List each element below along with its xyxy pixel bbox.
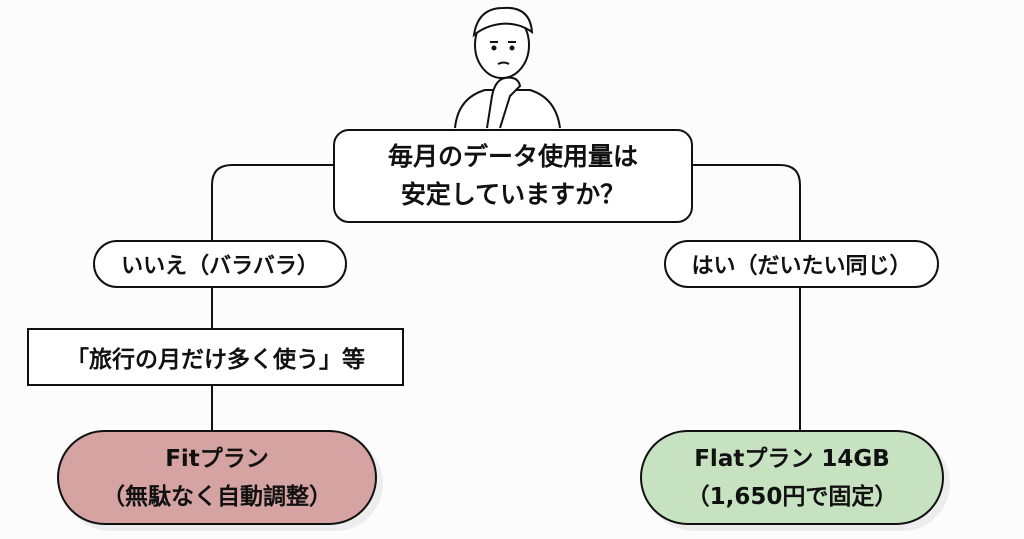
branch-no: いいえ（バラバラ）	[93, 240, 347, 288]
question-box: 毎月のデータ使用量は 安定していますか？	[333, 129, 693, 223]
question-line-1: 毎月のデータ使用量は	[387, 142, 638, 171]
result-fit-plan: Fitプラン （無駄なく自動調整）	[57, 430, 377, 525]
question-line-2: 安定していますか？	[400, 180, 626, 209]
flat-plan-title: Flatプラン 14GB	[694, 445, 890, 472]
branch-yes: はい（だいたい同じ）	[664, 240, 939, 288]
fit-plan-subtitle: （無駄なく自動調整）	[102, 483, 332, 510]
thinking-person-icon	[454, 6, 561, 129]
result-flat-plan: Flatプラン 14GB （1,650円で固定）	[640, 430, 944, 525]
fit-plan-title: Fitプラン	[165, 445, 269, 472]
example-box: 「旅行の月だけ多く使う」等	[27, 328, 404, 386]
flat-plan-subtitle: （1,650円で固定）	[686, 483, 898, 510]
